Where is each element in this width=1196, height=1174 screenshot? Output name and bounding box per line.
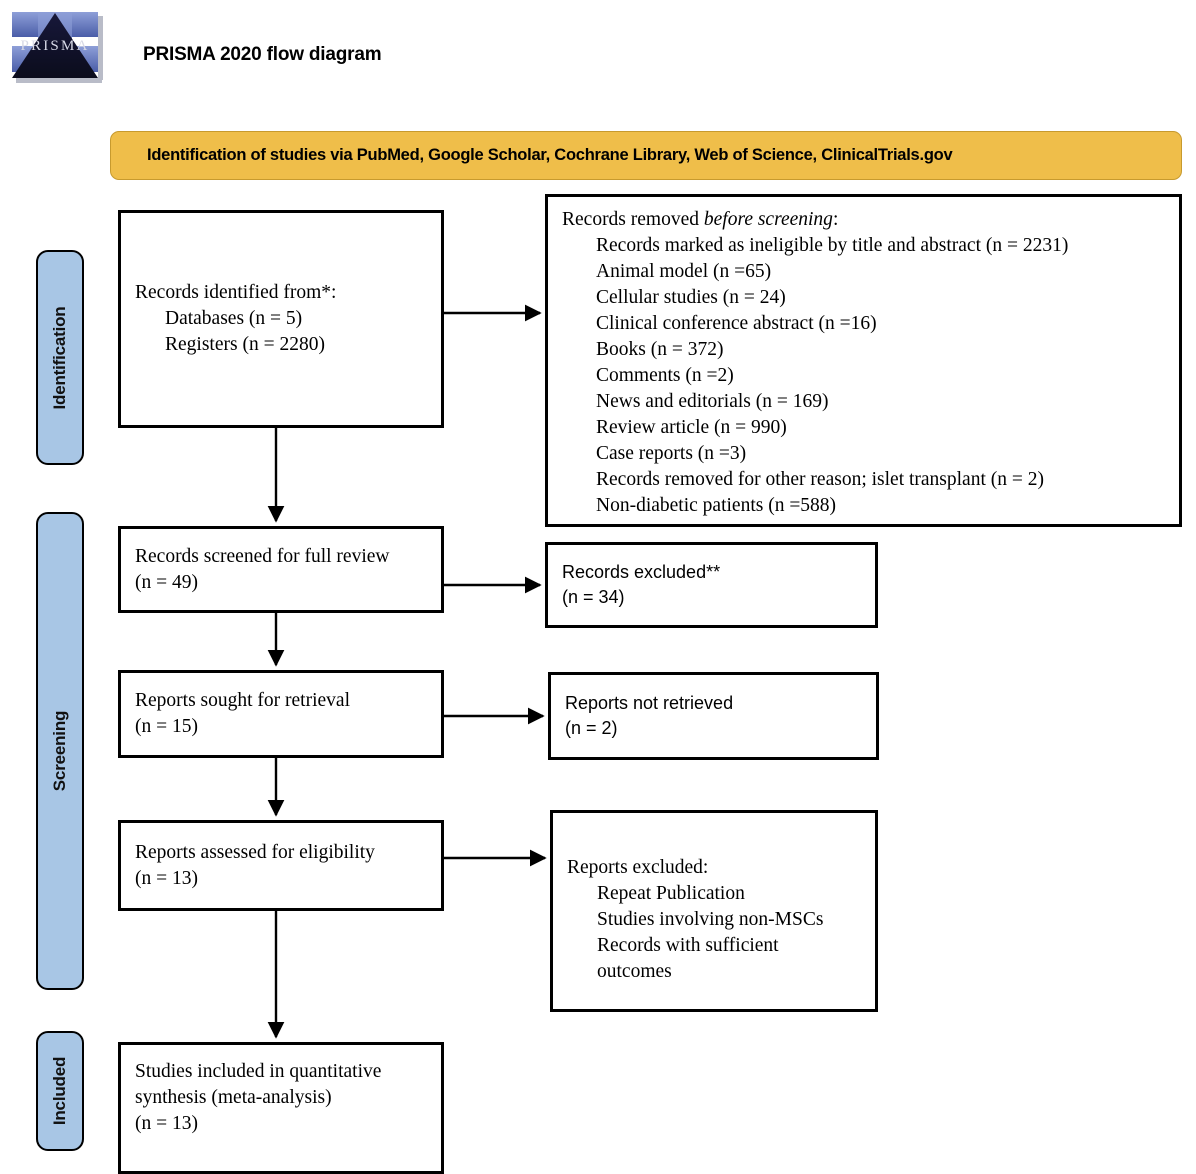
- box-reports-not-retrieved: Reports not retrieved (n = 2): [548, 672, 879, 760]
- records-removed-title-italic: before screening: [703, 209, 833, 230]
- box-records-identified: Records identified from*: Databases (n =…: [118, 210, 444, 428]
- records-removed-line-2: Cellular studies (n = 24): [596, 287, 786, 308]
- svg-text:PRISMA: PRISMA: [20, 38, 89, 54]
- records-removed-line-6: News and editorials (n = 169): [596, 391, 829, 412]
- prisma-logo-icon: PRISMA: [12, 12, 103, 83]
- records-excluded-line1: Records excluded**: [562, 562, 721, 582]
- stage-rail-screening-label: Screening: [50, 710, 69, 792]
- reports-sought-count: (n = 15): [135, 716, 198, 737]
- records-identified-line-databases: Databases (n = 5): [165, 308, 303, 329]
- reports-assessed-count: (n = 13): [135, 867, 198, 889]
- stage-rail-included: Included: [36, 1031, 84, 1151]
- records-removed-line-7: Review article (n = 990): [596, 417, 787, 438]
- reports-not-retrieved-line1: Reports not retrieved: [565, 693, 734, 713]
- records-identified-title: Records identified from*:: [135, 282, 337, 303]
- box-studies-included: Studies included in quantitative synthes…: [118, 1042, 444, 1174]
- reports-excluded-title: Reports excluded:: [567, 857, 709, 878]
- box-records-removed-before-screening: Records removed before screening: Record…: [545, 194, 1182, 527]
- stage-rail-identification-label: Identification: [50, 306, 69, 409]
- stage-rail-included-label: Included: [50, 1056, 69, 1126]
- records-removed-line-1: Animal model (n =65): [596, 261, 772, 282]
- reports-excluded-line-1: Studies involving non-MSCs: [597, 909, 824, 930]
- studies-included-line1: Studies included in quantitative: [135, 1061, 382, 1082]
- records-excluded-count: (n = 34): [562, 587, 625, 607]
- studies-included-count: (n = 13): [135, 1113, 198, 1134]
- records-removed-line-10: Non-diabetic patients (n =588): [596, 495, 837, 516]
- box-records-screened: Records screened for full review (n = 49…: [118, 526, 444, 613]
- box-records-excluded: Records excluded** (n = 34): [545, 542, 878, 628]
- reports-sought-line1: Reports sought for retrieval: [135, 690, 350, 711]
- records-removed-line-5: Comments (n =2): [596, 365, 734, 386]
- records-removed-title: Records removed before screening:: [562, 209, 839, 230]
- reports-excluded-line-2: Records with sufficient: [597, 935, 779, 956]
- box-reports-sought: Reports sought for retrieval (n = 15): [118, 670, 444, 758]
- records-identified-line-registers: Registers (n = 2280): [165, 334, 325, 355]
- stage-rail-identification: Identification: [36, 250, 84, 465]
- records-removed-line-4: Books (n = 372): [596, 339, 724, 360]
- records-screened-line1: Records screened for full review: [135, 545, 390, 567]
- reports-excluded-line-3: outcomes: [597, 961, 672, 982]
- reports-excluded-line-0: Repeat Publication: [597, 883, 745, 904]
- reports-not-retrieved-count: (n = 2): [565, 718, 618, 738]
- records-removed-line-0: Records marked as ineligible by title an…: [596, 235, 1069, 256]
- records-removed-line-8: Case reports (n =3): [596, 443, 747, 464]
- box-reports-excluded: Reports excluded: Repeat Publication Stu…: [550, 810, 878, 1012]
- records-screened-count: (n = 49): [135, 571, 198, 593]
- identification-banner: Identification of studies via PubMed, Go…: [110, 131, 1182, 180]
- records-removed-line-9: Records removed for other reason; islet …: [596, 469, 1044, 490]
- prisma-logo: PRISMA: [8, 6, 106, 86]
- box-reports-assessed: Reports assessed for eligibility (n = 13…: [118, 820, 444, 911]
- reports-assessed-line1: Reports assessed for eligibility: [135, 841, 375, 863]
- page-title: PRISMA 2020 flow diagram: [143, 44, 382, 65]
- identification-banner-label: Identification of studies via PubMed, Go…: [147, 146, 953, 164]
- stage-rail-screening: Screening: [36, 512, 84, 990]
- studies-included-line2: synthesis (meta-analysis): [135, 1087, 332, 1108]
- records-removed-line-3: Clinical conference abstract (n =16): [596, 313, 877, 334]
